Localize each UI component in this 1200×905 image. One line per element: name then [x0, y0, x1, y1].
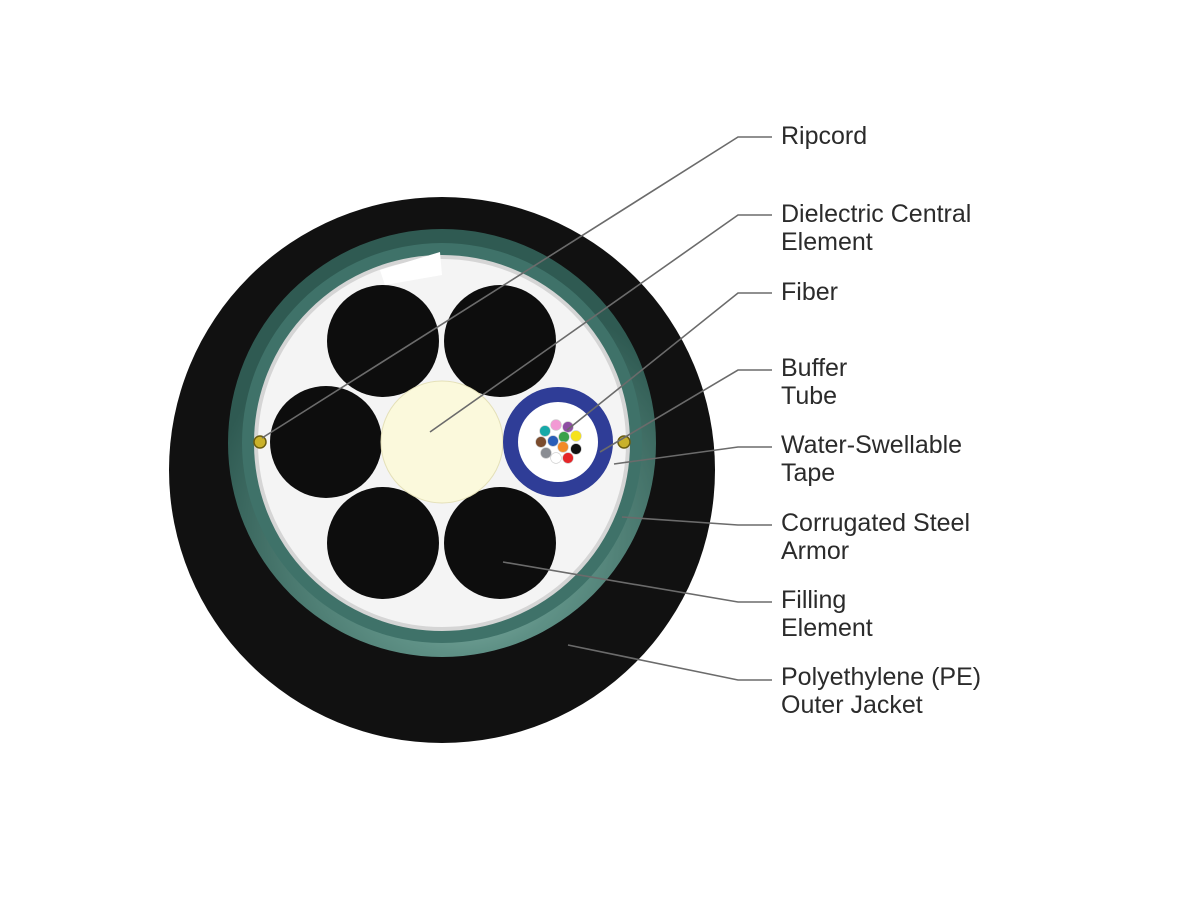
fiber — [557, 441, 569, 453]
label-corrugated-steel-armor: Corrugated Steel Armor — [781, 509, 971, 565]
leader-line-central-element — [429, 214, 772, 433]
label-ripcord: Ripcord — [781, 122, 868, 150]
fiber — [550, 452, 562, 464]
filling-element — [444, 285, 556, 397]
filling-element — [327, 285, 439, 397]
filling-element — [270, 386, 382, 498]
dielectric-central-element — [380, 380, 504, 504]
fiber — [540, 447, 552, 459]
fiber — [570, 443, 582, 455]
leader-line-ripcord — [261, 136, 772, 439]
fiber — [539, 425, 551, 437]
leader-line-filling-element — [502, 561, 772, 603]
label-fiber: Fiber — [781, 278, 838, 306]
fiber — [547, 435, 559, 447]
fiber — [570, 430, 582, 442]
label-polyethylene-outer-jacket: Polyethylene (PE) Outer Jacket — [781, 663, 982, 719]
leader-line-buffer-tube — [599, 369, 772, 453]
ripcord-left — [253, 435, 267, 449]
label-water-swellable-tape: Water-Swellable Tape — [781, 431, 963, 487]
label-buffer-tube: Buffer Tube — [781, 354, 848, 410]
leader-line-fiber — [566, 292, 772, 431]
leader-line-steel-armor — [621, 516, 772, 526]
label-dielectric-central-element: Dielectric Central Element — [781, 200, 972, 256]
fiber — [562, 421, 574, 433]
fiber — [562, 452, 574, 464]
leader-line-outer-jacket — [567, 644, 772, 681]
filling-element — [444, 487, 556, 599]
fiber — [550, 419, 562, 431]
leader-line-water-tape — [613, 446, 772, 465]
label-filling-element: Filling Element — [781, 586, 873, 642]
filling-element — [327, 487, 439, 599]
fiber-bundle — [535, 419, 582, 464]
fiber — [535, 436, 547, 448]
fiber — [558, 431, 570, 443]
tape-overlap — [380, 252, 442, 285]
